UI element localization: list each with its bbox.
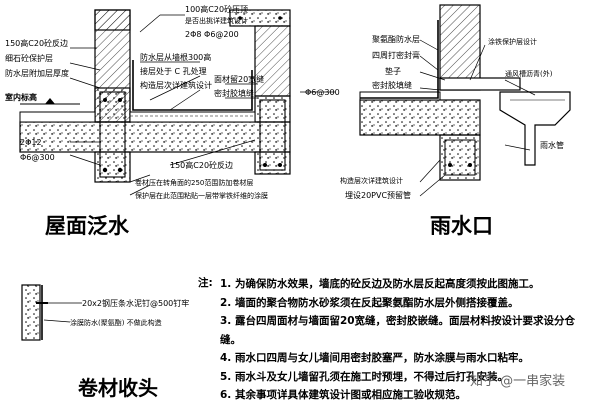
label-top-1: 100高C20砼压顶	[185, 4, 248, 14]
roof-flashing-detail: 100高C20砼压顶 是否出挑详建筑设计 2Φ8 Φ6@200 150高C20砼…	[5, 4, 340, 200]
label-bottom-3: 保护层在此范围粘贴一层带掌铁纤维的涂膜	[135, 191, 268, 200]
label-top-2: 是否出挑详建筑设计	[185, 16, 248, 25]
parapet-wall-right	[254, 25, 291, 97]
notes-prefix: 注:	[198, 277, 213, 289]
title-roof-flashing: 屋面泛水	[45, 214, 129, 238]
note-item: 4. 雨水口四周与女儿墙间用密封胶塞严，防水涂膜与雨水口粘牢。	[220, 352, 529, 364]
note-item: 3. 露台四周面材与墙面留20宽缝，密封胶嵌缝。面层材料按设计要求设分仓缝。	[220, 315, 576, 346]
outlet-label-3: 垫子	[385, 66, 401, 76]
outlet-label-1: 聚氨酯防水层	[372, 34, 420, 44]
concrete-upturn-left	[94, 87, 131, 123]
membrane-end-detail: 20x2钢压条水泥钉@500钉牢 涂膜防水(聚氨酯) 不做此构造	[21, 284, 189, 341]
membrane-label-2: 涂膜防水(聚氨酯) 不做此构造	[70, 318, 162, 327]
label-bottom-1: 150高C20砼反边	[170, 160, 233, 170]
label-mid-4: 面材留20宽缝	[214, 74, 264, 84]
outlet-label-8: 构造层次详建筑设计	[340, 176, 403, 185]
label-bottom-2: 卷材压在转角面的250范围防加卷材层	[135, 178, 253, 187]
note-item: 5. 雨水斗及女儿墙留孔须在施工时预埋，不得过后打孔安装。	[220, 370, 508, 383]
label-mid-2: 接层处于 C 孔处理	[140, 66, 207, 76]
outlet-pipe	[439, 77, 521, 91]
outlet-label-6: 通风槽沥青(外)	[505, 69, 553, 78]
outlet-label-9: 埋设20PVC预留管	[345, 190, 411, 200]
outlet-label-5: 涂铁保护层设计	[488, 37, 537, 46]
outlet-label-7: 雨水管	[540, 140, 564, 150]
outlet-wall	[439, 4, 481, 91]
waterproof-layer	[132, 60, 253, 111]
title-membrane-end: 卷材收头	[78, 376, 158, 400]
label-left-4: 室内标高	[5, 92, 37, 102]
membrane-wall	[21, 284, 41, 341]
note-item: 2. 墙面的聚合物防水砂浆须在反起聚氨酯防水层外侧搭接覆盖。	[220, 296, 519, 309]
outlet-label-2: 四周打密封膏	[372, 50, 420, 60]
label-mid-3: 构造层次详建筑设计	[140, 80, 212, 90]
rain-hopper	[499, 91, 571, 166]
roof-slab	[19, 121, 291, 153]
note-item: 1. 为确保防水效果，墙底的砼反边及防水层反起高度须按此图施工。	[220, 278, 540, 290]
label-left-6: Φ6@300	[20, 153, 55, 162]
outlet-slab	[359, 99, 481, 136]
beam-right	[254, 151, 291, 175]
note-item: 6. 其余事项详具体建筑设计图或相应施工验收规范。	[220, 389, 466, 401]
label-left-2: 细石砼保护层	[5, 53, 53, 63]
label-top-3: 2Φ8 Φ6@200	[185, 30, 239, 39]
title-rain-outlet: 雨水口	[430, 214, 493, 238]
upper-wall	[94, 9, 131, 31]
label-mid-1: 防水层从墙根300高	[140, 52, 211, 62]
watermark: 知乎 @一串家装	[470, 374, 566, 389]
outlet-waterproof-layer	[360, 20, 439, 99]
membrane-label-1: 20x2钢压条水泥钉@500钉牢	[82, 298, 189, 308]
rain-outlet-detail: 聚氨酯防水层 四周打密封膏 垫子 密封胶填缝 涂铁保护层设计 通风槽沥青(外) …	[340, 4, 571, 200]
protective-layer	[129, 111, 256, 123]
outlet-label-4: 密封胶填缝	[372, 80, 412, 90]
outlet-beam	[439, 134, 481, 181]
label-left-3: 防水层附加层厚度	[5, 68, 69, 78]
label-mid-6: Φ6@300	[305, 88, 340, 97]
label-left-1: 150高C20砼反边	[5, 38, 68, 48]
label-mid-5: 密封胶填缝	[214, 88, 254, 98]
label-left-5: 2Φ12	[20, 138, 42, 147]
